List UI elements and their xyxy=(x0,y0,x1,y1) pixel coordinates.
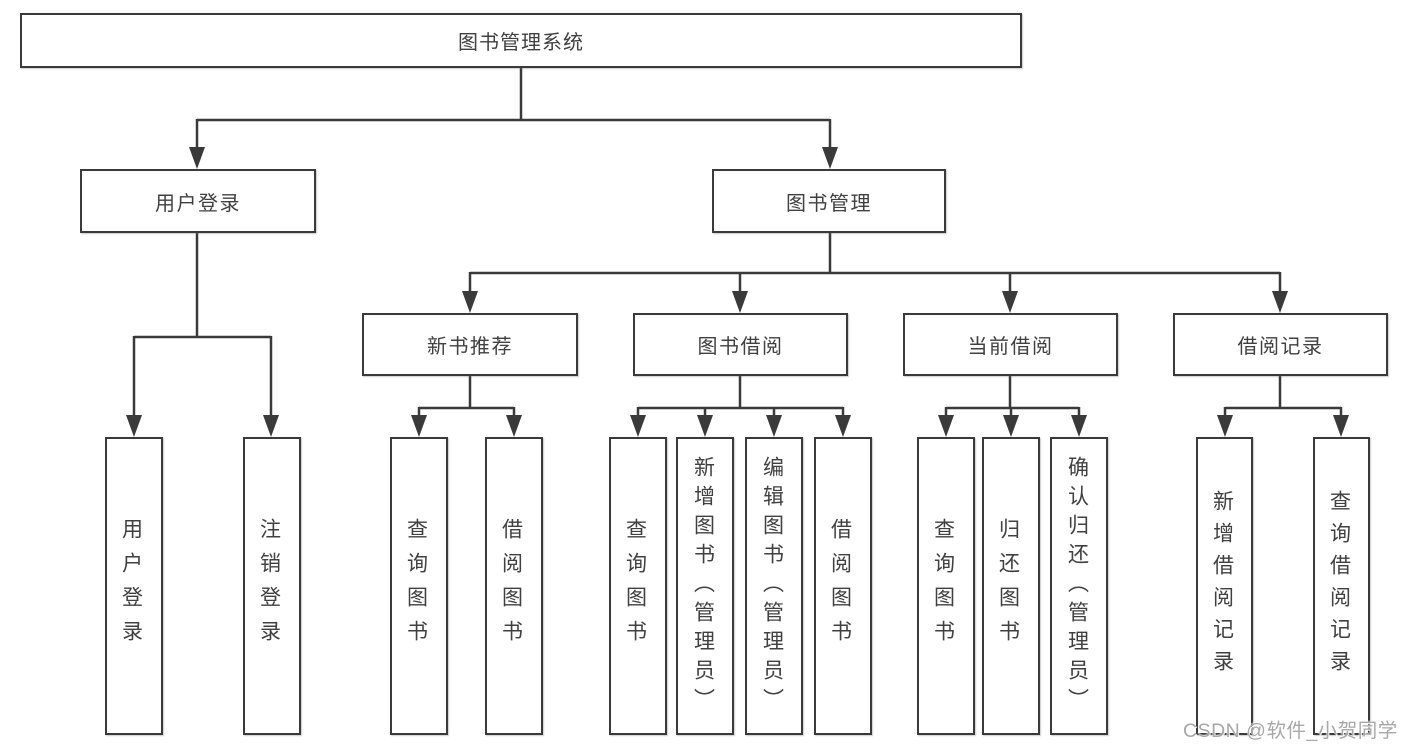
node-leaf-confirm-return-admin: 确认归还（管理员） xyxy=(1050,437,1108,735)
arrowhead-icon xyxy=(263,415,279,437)
arrowhead-icon xyxy=(732,291,748,313)
node-user-login: 用户登录 xyxy=(80,169,316,233)
node-label: 借阅图书 xyxy=(828,518,852,654)
arrowhead-icon xyxy=(1002,291,1018,313)
node-label: 用户登录 xyxy=(155,192,241,215)
arrowhead-icon xyxy=(835,415,851,437)
node-leaf-borrow-books-borrowing: 借阅图书 xyxy=(814,437,872,735)
node-borrowing-records: 借阅记录 xyxy=(1173,313,1388,376)
node-leaf-add-books-admin: 新增图书（管理员） xyxy=(676,437,734,735)
arrowhead-icon xyxy=(1071,415,1087,437)
node-leaf-query-books-current: 查询图书 xyxy=(917,437,975,735)
node-label: 图书借阅 xyxy=(697,336,784,358)
node-book-borrowing: 图书借阅 xyxy=(633,313,848,376)
arrowhead-icon xyxy=(1217,415,1233,437)
node-leaf-edit-books-admin: 编辑图书（管理员） xyxy=(745,437,803,735)
arrowhead-icon xyxy=(938,415,954,437)
node-root-library-system: 图书管理系统 xyxy=(20,13,1022,68)
arrowhead-icon xyxy=(630,415,646,437)
node-leaf-query-books-borrowing: 查询图书 xyxy=(609,437,667,735)
node-leaf-add-borrow-record: 新增借阅记录 xyxy=(1196,437,1253,735)
node-label: 新书推荐 xyxy=(427,336,513,358)
node-label: 新增借阅记录 xyxy=(1210,490,1234,682)
node-leaf-query-books-recommend: 查询图书 xyxy=(390,437,448,735)
arrowhead-icon xyxy=(697,415,713,437)
node-label: 编辑图书（管理员） xyxy=(760,455,784,717)
node-label: 借阅记录 xyxy=(1237,336,1324,358)
node-leaf-user-login: 用户登录 xyxy=(105,437,163,735)
arrowhead-icon xyxy=(1333,415,1349,437)
arrowheads-group xyxy=(126,147,1349,437)
arrowhead-icon xyxy=(126,415,142,437)
node-label: 图书管理 xyxy=(786,192,872,215)
node-leaf-return-books: 归还图书 xyxy=(982,437,1040,735)
node-book-management: 图书管理 xyxy=(712,169,946,233)
arrowhead-icon xyxy=(766,415,782,437)
node-leaf-query-borrow-record: 查询借阅记录 xyxy=(1313,437,1370,735)
node-label: 图书管理系统 xyxy=(458,32,584,54)
node-label: 注销登录 xyxy=(257,518,281,654)
node-leaf-borrow-books-recommend: 借阅图书 xyxy=(485,437,543,735)
node-label: 归还图书 xyxy=(996,518,1020,654)
arrowhead-icon xyxy=(411,415,427,437)
node-label: 确认归还（管理员） xyxy=(1065,455,1089,717)
node-leaf-logout: 注销登录 xyxy=(243,437,301,735)
arrowhead-icon xyxy=(822,147,838,169)
arrowhead-icon xyxy=(462,291,478,313)
arrowhead-icon xyxy=(506,415,522,437)
node-label: 查询借阅记录 xyxy=(1327,490,1351,682)
arrowhead-icon xyxy=(1272,291,1288,313)
node-label: 查询图书 xyxy=(623,518,647,654)
node-new-book-recommendation: 新书推荐 xyxy=(362,313,578,376)
node-label: 查询图书 xyxy=(404,518,428,654)
node-current-borrowing: 当前借阅 xyxy=(903,313,1118,376)
watermark: CSDN @软件_小贺同学 xyxy=(1183,720,1398,742)
node-label: 借阅图书 xyxy=(499,518,523,654)
arrowhead-icon xyxy=(1003,415,1019,437)
node-label: 新增图书（管理员） xyxy=(691,455,715,717)
node-label: 当前借阅 xyxy=(967,336,1054,358)
arrowhead-icon xyxy=(189,147,205,169)
connector-lines xyxy=(132,68,1343,418)
node-label: 用户登录 xyxy=(119,518,143,654)
node-label: 查询图书 xyxy=(931,518,955,654)
